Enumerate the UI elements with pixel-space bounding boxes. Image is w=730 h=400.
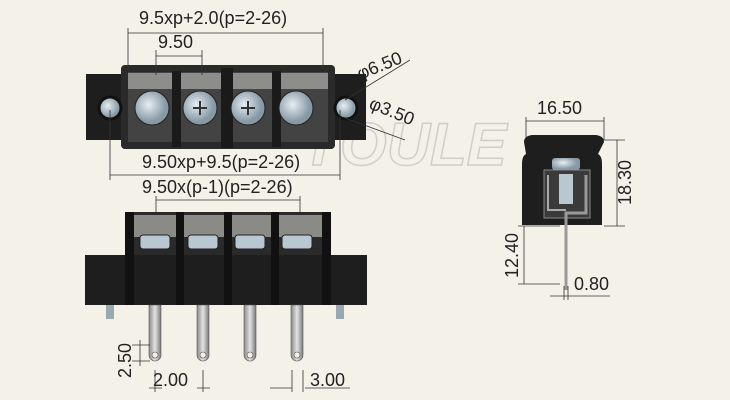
- dim-pitch: 9.50: [158, 32, 193, 52]
- dim-overall-top: 9.5xp+2.0(p=2-26): [139, 8, 287, 28]
- dim-pin-length: 12.40: [502, 233, 522, 278]
- mount-screw-icon: [333, 95, 359, 121]
- dim-pin-gap: 3.00: [310, 370, 345, 390]
- barriers: [172, 68, 281, 148]
- dim-pin-width: 2.00: [153, 370, 188, 390]
- solder-pins: [148, 304, 304, 362]
- terminal-screws: [97, 90, 359, 126]
- dim-pin-tip: 2.50: [115, 343, 135, 378]
- dim-overall-mount: 9.50xp+9.5(p=2-26): [142, 152, 300, 172]
- side-view: [518, 117, 625, 300]
- dim-pin-span: 9.50x(p-1)(p=2-26): [142, 177, 293, 197]
- dim-pin-thickness: 0.80: [574, 274, 609, 294]
- top-view: [86, 28, 411, 180]
- screw-icon: [134, 90, 170, 126]
- front-view: [85, 196, 367, 392]
- dim-width: 16.50: [537, 98, 582, 118]
- screw-icon: [278, 90, 314, 126]
- dim-height: 18.30: [615, 160, 635, 205]
- dim-hole-outer: φ6.50: [354, 48, 405, 84]
